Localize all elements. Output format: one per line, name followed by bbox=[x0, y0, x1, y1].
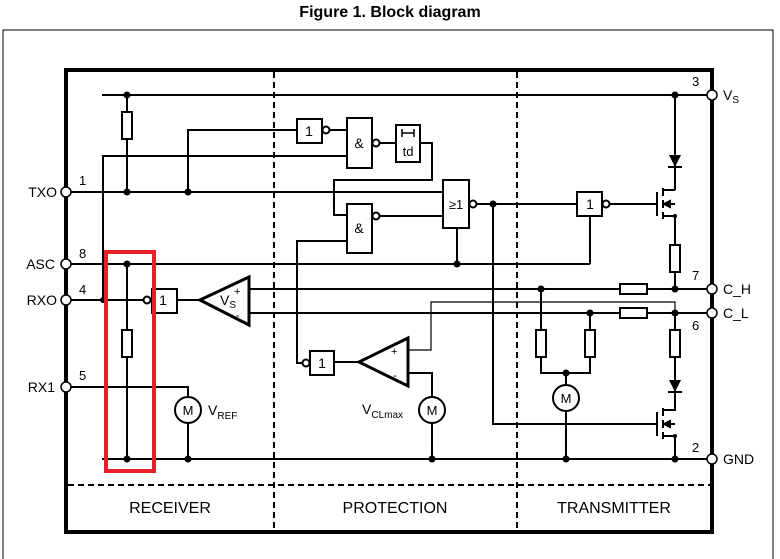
and-gate-1: & bbox=[346, 117, 381, 169]
clamp-comparator: + - bbox=[355, 335, 410, 389]
meter-vclmax: M bbox=[418, 396, 446, 424]
svg-text:ASC: ASC bbox=[26, 256, 55, 272]
section-dividers bbox=[68, 72, 710, 530]
svg-text:M: M bbox=[561, 391, 572, 406]
svg-text:RX1: RX1 bbox=[28, 379, 55, 395]
not-gate-txo: 1 bbox=[296, 118, 331, 144]
pin-vs: VS 3 bbox=[692, 74, 739, 106]
receiver-comparator: VS + - bbox=[196, 274, 251, 328]
mosfet-high-icon bbox=[656, 188, 675, 219]
svg-text:C_L: C_L bbox=[723, 305, 749, 321]
svg-text:1: 1 bbox=[79, 173, 86, 188]
pin-gnd: GND 2 bbox=[692, 440, 754, 467]
not-gate-clamp: 1 bbox=[301, 350, 335, 376]
svg-text:1: 1 bbox=[318, 355, 326, 371]
svg-text:2: 2 bbox=[692, 440, 699, 455]
svg-text:&: & bbox=[354, 135, 364, 151]
diode-high-icon bbox=[668, 155, 682, 168]
svg-text:+: + bbox=[234, 286, 240, 298]
svg-text:M: M bbox=[427, 403, 438, 418]
svg-text:7: 7 bbox=[692, 268, 699, 283]
pin-txo: TXO 1 bbox=[28, 173, 86, 200]
clamp-sense-wire bbox=[408, 301, 676, 351]
svg-text:VS: VS bbox=[723, 87, 739, 106]
figure-title: Figure 1. Block diagram bbox=[299, 4, 481, 21]
section-receiver: RECEIVER bbox=[129, 500, 211, 517]
mosfet-low-dot bbox=[673, 434, 677, 438]
pin-rxo: RXO 4 bbox=[27, 282, 87, 308]
section-protection: PROTECTION bbox=[343, 500, 448, 517]
svg-text:4: 4 bbox=[79, 282, 86, 297]
svg-text:M: M bbox=[183, 403, 194, 418]
mosfet-high-dot bbox=[673, 214, 677, 218]
or-gate: ≥1 bbox=[442, 179, 478, 229]
svg-text:8: 8 bbox=[79, 246, 86, 261]
svg-text:1: 1 bbox=[159, 292, 167, 308]
svg-text:+: + bbox=[391, 346, 397, 358]
vclmax-label: VCLmax bbox=[362, 401, 403, 421]
pin-c-l: C_L 6 bbox=[692, 305, 749, 333]
pin-c-h: C_H 7 bbox=[692, 268, 751, 297]
svg-text:-: - bbox=[393, 370, 397, 382]
mosfet-low-icon bbox=[656, 408, 676, 439]
svg-text:5: 5 bbox=[79, 368, 86, 383]
svg-text:GND: GND bbox=[723, 451, 754, 467]
svg-text:1: 1 bbox=[305, 123, 313, 139]
pin-asc: ASC 8 bbox=[26, 246, 86, 272]
meter-vref: M bbox=[174, 396, 202, 424]
highlight-box bbox=[104, 250, 156, 473]
svg-text:≥1: ≥1 bbox=[449, 197, 463, 212]
vref-label: VREF bbox=[208, 402, 237, 422]
svg-text:C_H: C_H bbox=[723, 281, 751, 297]
and-gate-2: & bbox=[346, 203, 381, 254]
outer-frame bbox=[2, 29, 774, 559]
svg-text:RXO: RXO bbox=[27, 292, 57, 308]
resistors bbox=[121, 111, 681, 358]
not-gate-rxo: 1 bbox=[142, 288, 178, 314]
meter-transmitter: M bbox=[552, 384, 580, 412]
svg-text:&: & bbox=[354, 220, 364, 236]
svg-text:1: 1 bbox=[586, 196, 594, 212]
section-transmitter: TRANSMITTER bbox=[557, 500, 671, 517]
svg-text:-: - bbox=[236, 310, 240, 322]
delay-block: td bbox=[395, 124, 421, 163]
wires bbox=[66, 94, 712, 460]
pin-rx1: RX1 5 bbox=[28, 368, 86, 395]
svg-text:TXO: TXO bbox=[28, 184, 57, 200]
diode-low-icon bbox=[668, 380, 682, 393]
svg-text:td: td bbox=[403, 144, 414, 159]
not-gate-driver: 1 bbox=[576, 191, 611, 217]
svg-text:6: 6 bbox=[692, 318, 699, 333]
svg-text:3: 3 bbox=[692, 74, 699, 89]
